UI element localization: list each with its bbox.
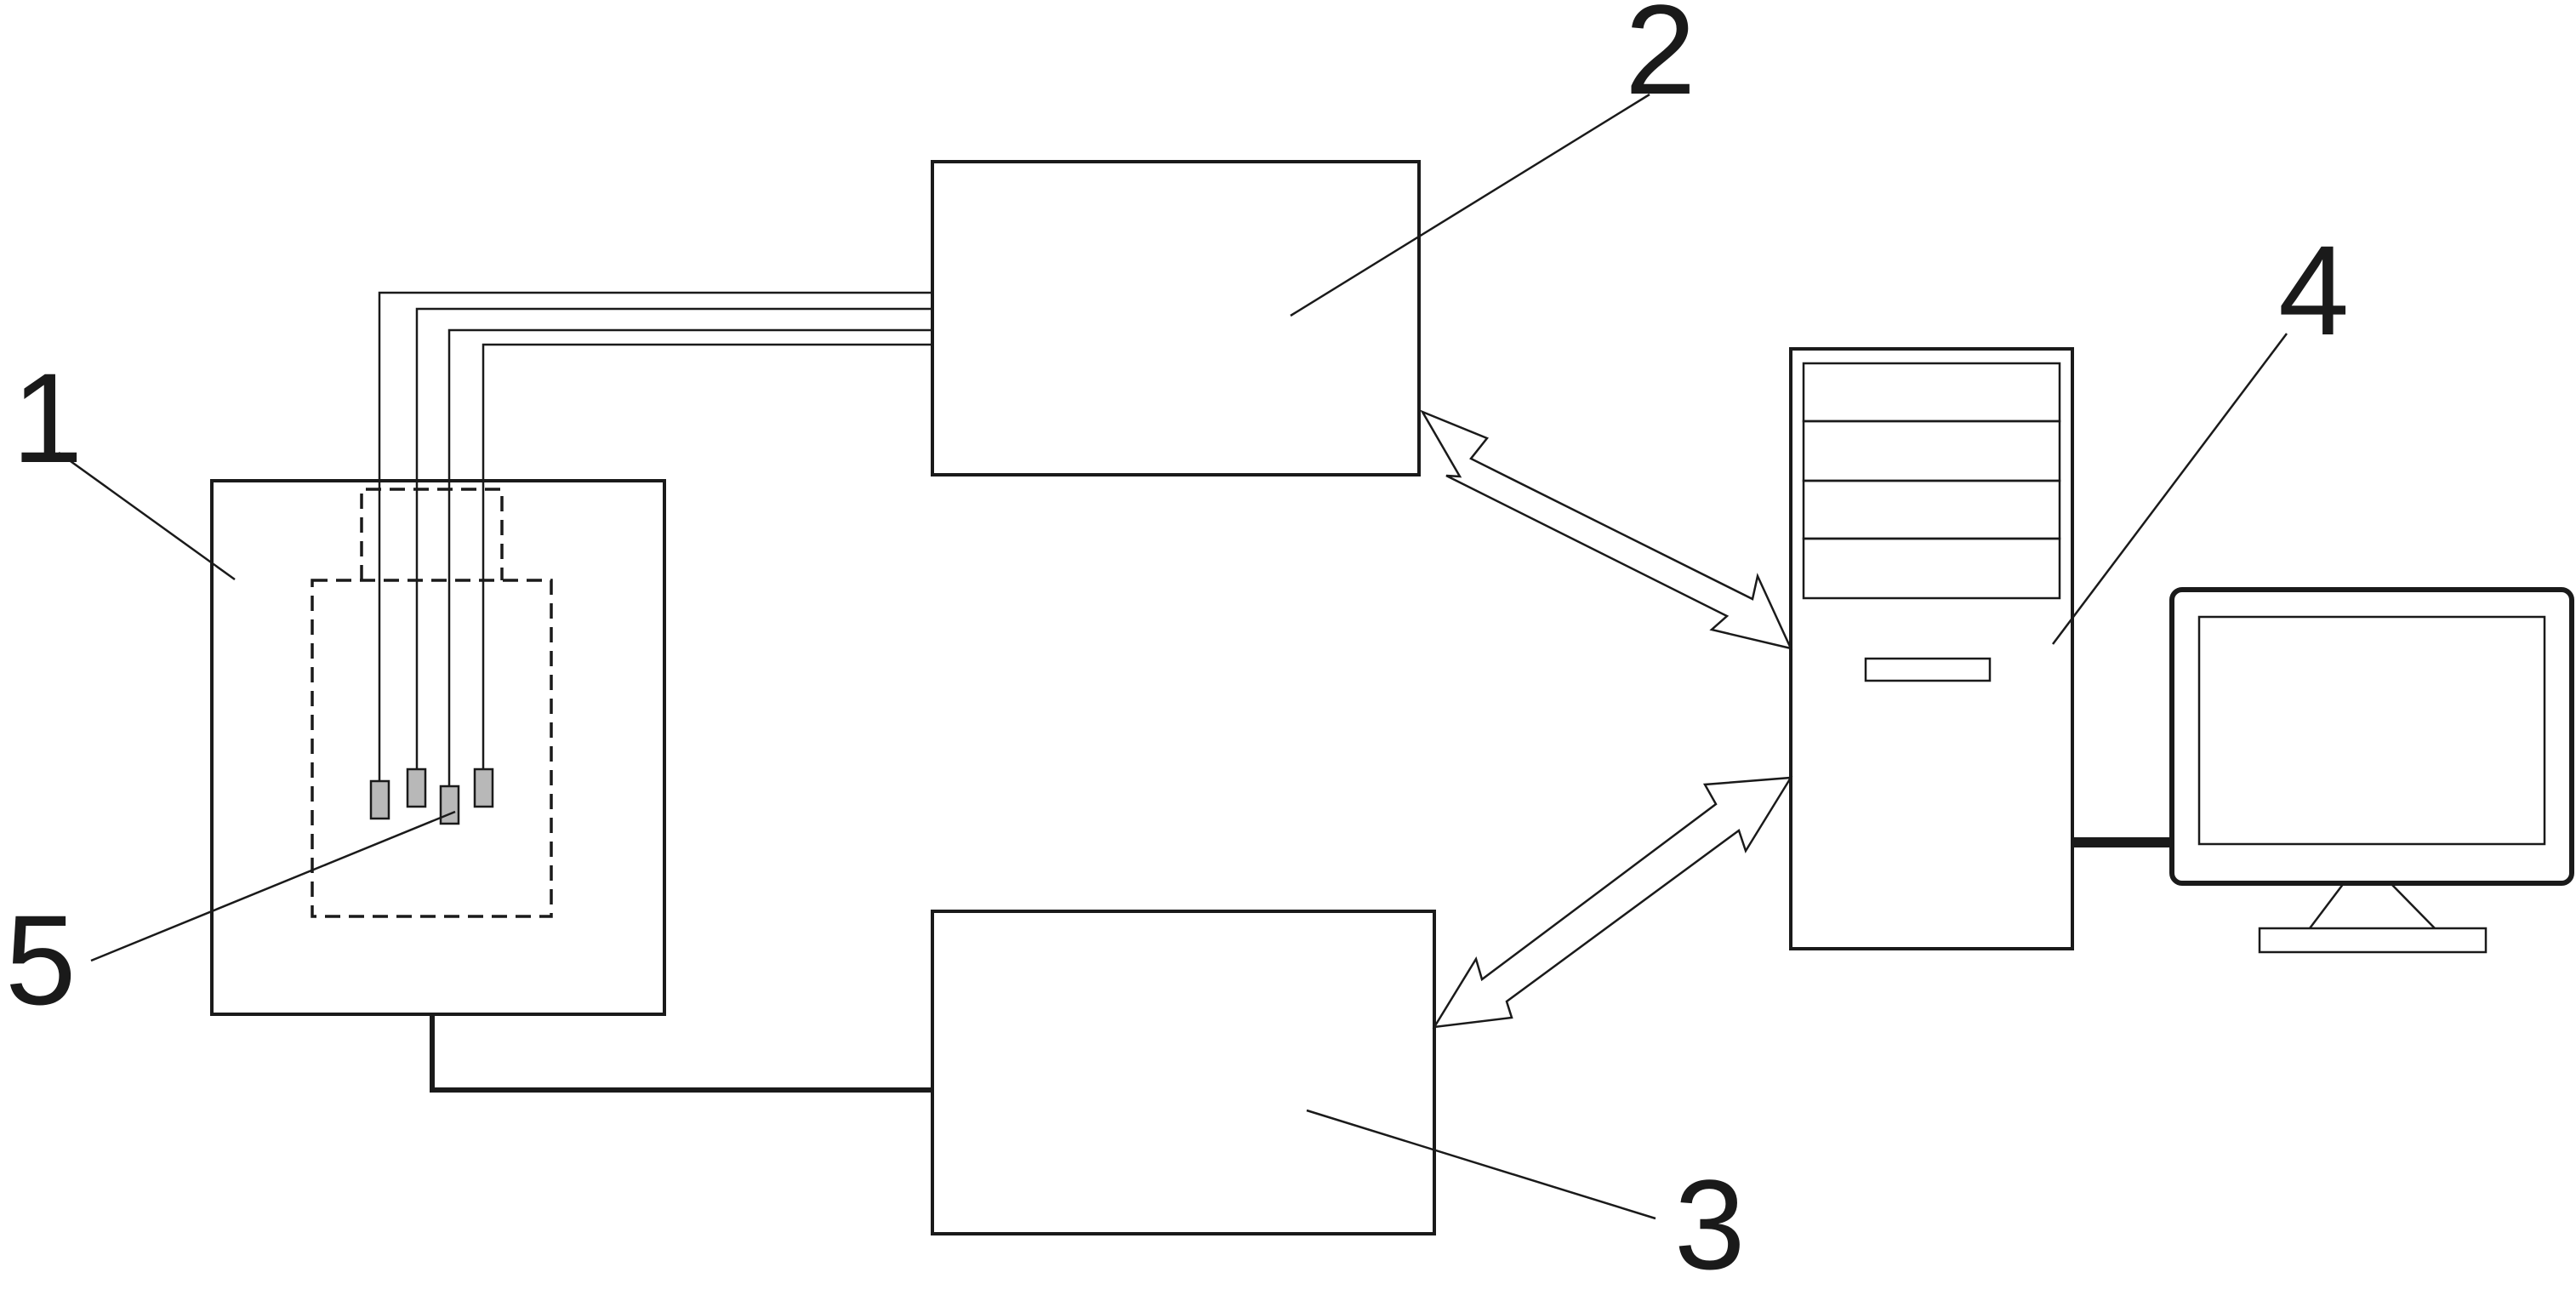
disk-slot — [1864, 657, 1992, 682]
monitor-frame — [2169, 587, 2574, 886]
label-1: 1 — [12, 346, 83, 489]
probe-wire-4 — [482, 343, 932, 787]
drive-bay-4 — [1802, 537, 2061, 600]
label-4: 4 — [2278, 219, 2349, 362]
leader-line-1 — [58, 451, 236, 581]
monitor-stand-right — [2390, 882, 2436, 929]
leader-line-2 — [1290, 93, 1650, 317]
chamber-to-unit3-line — [430, 1014, 932, 1093]
probe-wires — [369, 291, 932, 825]
leader-line-5 — [90, 810, 456, 962]
arrow-unit2-computer — [1420, 409, 1793, 650]
probe-sensor-3 — [439, 785, 460, 825]
leader-line-4 — [2052, 333, 2288, 645]
monitor-screen — [2197, 615, 2546, 846]
monitor-stand-left — [2309, 882, 2345, 929]
probe-wire-2 — [415, 307, 932, 787]
component-3-box — [931, 910, 1436, 1235]
computer-tower — [1789, 347, 2074, 950]
leader-line-3 — [1306, 1109, 1656, 1220]
chamber-inner-dashed — [311, 579, 553, 918]
label-5: 5 — [5, 888, 76, 1031]
component-1-chamber — [210, 479, 666, 1016]
arrow-unit3-computer — [1432, 776, 1793, 1029]
probe-sensor-1 — [369, 779, 390, 820]
probe-sensor-4 — [473, 767, 494, 808]
probe-wire-1 — [378, 291, 932, 800]
chamber-lid-dashed — [360, 488, 504, 580]
component-4-computer — [1789, 347, 2574, 954]
probe-wire-3 — [447, 328, 932, 807]
label-3: 3 — [1674, 1153, 1745, 1296]
probe-sensor-2 — [406, 767, 427, 808]
monitor-base — [2258, 927, 2488, 954]
chamber-outer-box — [210, 479, 666, 1016]
leader-lines — [58, 93, 2288, 1220]
component-2-box — [931, 160, 1421, 476]
label-2: 2 — [1625, 0, 1695, 121]
